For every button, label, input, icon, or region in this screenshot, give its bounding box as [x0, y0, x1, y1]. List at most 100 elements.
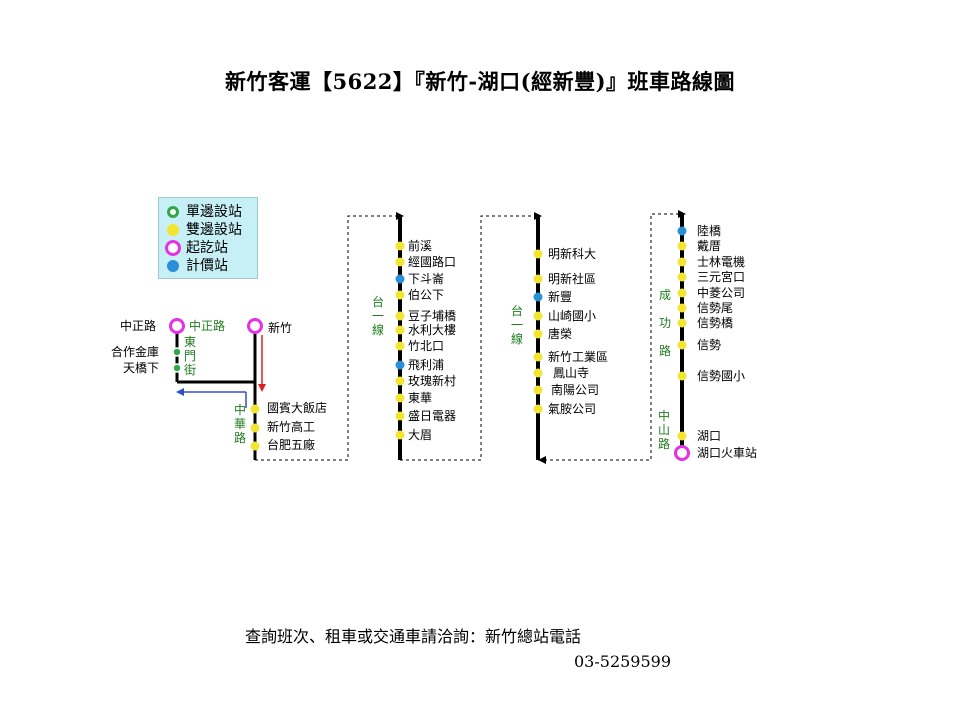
stop-marker-double	[395, 311, 405, 321]
stop-label: 經國路口	[408, 255, 457, 269]
road-label-vertical: 台一線	[371, 295, 384, 337]
stop-marker-double	[250, 404, 260, 414]
stop-label: 信勢橋	[697, 316, 734, 330]
stop-label: 中菱公司	[697, 286, 746, 300]
stop-label: 飛利浦	[408, 358, 445, 372]
road-label-vertical: 中華路	[233, 403, 246, 445]
road-label-vertical: 中山路	[657, 409, 670, 451]
dashed-connector-3	[538, 213, 682, 461]
footer-info: 查詢班次、租車或交通車請洽詢：新竹總站電話	[245, 627, 582, 646]
stop-marker-double	[533, 274, 543, 284]
stop-label: 唐榮	[548, 327, 573, 341]
stop-marker-double	[533, 329, 543, 339]
stop-label: 鳳山寺	[553, 366, 590, 380]
stop-marker-double	[677, 288, 687, 298]
stop-marker-double	[395, 341, 405, 351]
legend: 單邊設站 雙邊設站 起訖站 計價站	[158, 197, 258, 279]
stop-label: 玫瑰新村	[408, 374, 457, 388]
stop-label: 山崎國小	[548, 309, 597, 323]
stop-marker-double	[677, 272, 687, 282]
stop-marker-fare	[677, 226, 687, 236]
stop-marker-double	[533, 311, 543, 321]
stop-label: 新竹高工	[267, 420, 316, 434]
footer-phone: 03-5259599	[574, 652, 672, 671]
stop-marker-double	[677, 257, 687, 267]
stop-label-end: 湖口火車站	[697, 446, 758, 460]
direction-arrow-left-head	[176, 388, 184, 396]
stop-label: 陸橋	[697, 224, 722, 238]
page-title: 新竹客運【5622】『新竹-湖口(經新豐)』班車路線圖	[224, 69, 736, 94]
direction-arrow-down-head	[258, 384, 266, 392]
stop-label: 戴厝	[697, 239, 722, 253]
stop-marker-double	[395, 325, 405, 335]
stop-label: 竹北口	[408, 339, 445, 353]
stop-marker-double	[677, 318, 687, 328]
stop-label: 明新社區	[548, 272, 597, 286]
stop-marker-double	[677, 340, 687, 350]
stop-label: 下斗崙	[408, 272, 445, 286]
stop-label: 國賓大飯店	[267, 401, 328, 415]
stop-marker-double	[533, 249, 543, 259]
stop-label: 信勢尾	[697, 301, 734, 315]
stop-marker-double	[395, 411, 405, 421]
stop-marker-double	[395, 376, 405, 386]
stop-marker-terminal	[169, 318, 185, 334]
legend-item-single: 單邊設站	[159, 203, 259, 221]
stop-label: 氣胺公司	[548, 402, 597, 416]
stop-marker-double	[677, 431, 687, 441]
road-label: 中正路	[120, 319, 157, 333]
legend-item-double: 雙邊設站	[159, 221, 259, 239]
stop-marker-double	[677, 371, 687, 381]
stop-label: 士林電機	[697, 255, 746, 269]
road-label-vertical: 成功路	[658, 288, 671, 358]
stop-label: 水利大樓	[408, 323, 457, 337]
legend-item-fare: 計價站	[159, 257, 259, 275]
stop-label: 新豐	[548, 290, 573, 304]
road-label-vertical: 台一線	[510, 304, 523, 346]
stop-marker-fare	[395, 360, 405, 370]
stop-marker-double	[250, 441, 260, 451]
stop-label: 天橋下	[123, 361, 160, 375]
stop-label: 東華	[408, 391, 433, 405]
stop-marker-double	[395, 430, 405, 440]
stop-label: 盛日電器	[408, 409, 457, 423]
stop-label: 湖口	[697, 429, 722, 443]
stop-marker-double	[533, 352, 543, 362]
stop-marker-single	[172, 363, 182, 373]
fare-stage-icon	[167, 260, 179, 272]
stop-marker-fare	[533, 292, 543, 302]
stop-label: 合作金庫	[111, 345, 160, 359]
stop-marker-double	[677, 241, 687, 251]
stop-label: 三元宮口	[697, 270, 746, 284]
stop-marker-double	[533, 368, 543, 378]
stop-marker-fare	[395, 274, 405, 284]
stop-label: 南陽公司	[551, 383, 600, 397]
stop-label: 新竹工業區	[548, 350, 609, 364]
stop-marker-double	[395, 290, 405, 300]
stop-marker-single	[172, 347, 182, 357]
stop-marker-double	[395, 257, 405, 267]
stop-marker-double	[395, 393, 405, 403]
dashed-connector-1	[255, 215, 400, 461]
stop-label: 伯公下	[408, 288, 445, 302]
stop-marker-double	[677, 303, 687, 313]
double-side-stop-icon	[167, 224, 179, 236]
road-label: 中正路	[189, 319, 226, 333]
stop-label: 明新科大	[548, 247, 597, 261]
legend-item-terminal: 起訖站	[159, 239, 259, 257]
stop-label: 前溪	[408, 239, 433, 253]
stop-label-start: 新竹	[268, 321, 293, 335]
stop-label: 信勢	[697, 338, 722, 352]
stop-label: 大眉	[408, 428, 433, 442]
stop-label: 台肥五廠	[267, 438, 316, 452]
terminal-stop-icon	[165, 240, 181, 256]
stop-marker-double	[250, 423, 260, 433]
stop-marker-terminal	[674, 445, 690, 461]
stop-label: 信勢國小	[697, 369, 746, 383]
road-label-vertical: 東門街	[183, 335, 196, 377]
stop-marker-double	[395, 241, 405, 251]
single-side-stop-icon	[167, 206, 179, 218]
stop-marker-terminal	[247, 318, 263, 334]
stop-label: 豆子埔橋	[408, 309, 457, 323]
